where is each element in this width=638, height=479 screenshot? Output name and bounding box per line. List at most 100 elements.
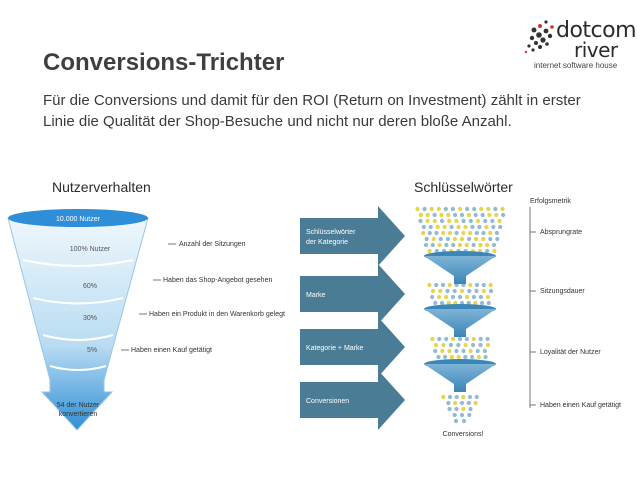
keyword-dot [471,294,476,300]
keyword-dot [468,406,473,412]
funnel-annotation-lines [121,243,176,351]
keyword-dot [473,400,478,406]
keyword-dot [493,206,498,212]
funnel-bottom-line1: 54 der Nutzer [57,402,100,409]
keyword-dot [424,236,429,242]
keyword-dot [466,300,471,306]
keyword-arrow-1 [300,206,405,266]
logo-dot [540,37,546,43]
keyword-dot [459,400,465,406]
keyword-dot [446,300,451,306]
keyword-dot [476,354,481,360]
keyword-dot [485,294,490,300]
keyword-dot [464,242,469,248]
logo-river: river [574,38,618,62]
keyword-dot [432,218,437,224]
keyword-dot [486,206,491,212]
keyword-4-label: Conversionen [306,398,349,405]
keyword-dot [474,230,479,236]
keyword-dot [463,342,468,348]
logo-dots [524,20,554,54]
keyword-dot [431,236,436,242]
keyword-dot [478,294,483,300]
keyword-dot [474,288,479,294]
keyword-dot [444,242,449,248]
keyword-dot [482,348,487,354]
filter-funnel-1 [424,251,496,284]
keyword-1-line2: der Kategorie [306,239,348,246]
keyword-dot [501,212,506,218]
keyword-dot [439,212,444,218]
keyword-dot [437,242,442,248]
logo-dot [543,28,549,34]
keyword-dot [433,300,438,306]
keyword-dot [427,282,432,288]
funnel-top-ellipse [8,209,148,227]
keyword-dot [454,348,459,354]
keyword-dot [478,242,483,248]
keyword-dot [461,218,466,224]
filter-funnel-3 [424,359,496,392]
keyword-dot [425,212,430,218]
keyword-dot [447,218,452,224]
keyword-dot [433,342,439,348]
keyword-dot [434,230,439,236]
keyword-dot [461,418,467,424]
keyword-dot [452,412,457,418]
keyword-dot [475,348,480,354]
keyword-dot [466,212,471,218]
keyword-dot [474,394,479,400]
keyword-dot [467,288,472,294]
keyword-dot [415,206,420,212]
keyword-dot [441,342,446,348]
keyword-dot [435,224,440,230]
keyword-dot [461,394,466,400]
keyword-dot [456,354,461,360]
keyword-dot [488,236,493,242]
logo-dot [550,25,554,29]
keyword-dot [440,348,445,354]
keyword-arrow-2 [300,264,405,324]
filter-caption: Conversions! [443,431,484,438]
keyword-dot [423,242,429,248]
keyword-dot [448,342,453,348]
keyword-dot [471,242,476,248]
keyword-dot [452,236,457,242]
keyword-dot [453,212,458,218]
keyword-dot [457,242,463,248]
keyword-dot [464,294,470,300]
keyword-dot [467,236,472,242]
keyword-dot [456,342,461,348]
keyword-dot [483,218,488,224]
funnel-bottom-line2: konvertieren [59,411,98,418]
keyword-dot [459,288,465,294]
logo-dot [531,27,537,33]
funnel-level-2-value: 60% [83,283,97,290]
keyword-dot [480,212,485,218]
right-heading: Schlüsselwörter [414,179,513,195]
keyword-dot [466,400,471,406]
keyword-dot [488,288,494,294]
keyword-dot [473,212,478,218]
user-funnel [7,209,149,431]
keyword-dot [481,230,486,236]
logo-dot [524,50,528,54]
metric-1: Absprungrate [540,229,582,236]
keyword-dot [485,248,490,254]
keyword-dot [425,218,430,224]
funnel-annotation-2: Haben das Shop-Angebot gesehen [163,277,272,284]
keyword-dot [454,406,459,412]
logo-dot [534,41,538,45]
logo-dot [536,32,542,38]
keyword-dot [468,218,473,224]
keyword-dot [484,224,489,230]
keyword-dot [449,224,454,230]
keyword-dot [459,236,465,242]
keyword-dot [418,218,423,224]
keyword-dot [485,242,490,248]
keyword-dot [447,348,452,354]
page-title: Conversions-Trichter [43,49,285,76]
keyword-dot [491,224,496,230]
keyword-dot [439,218,445,224]
keyword-dot [470,354,475,360]
